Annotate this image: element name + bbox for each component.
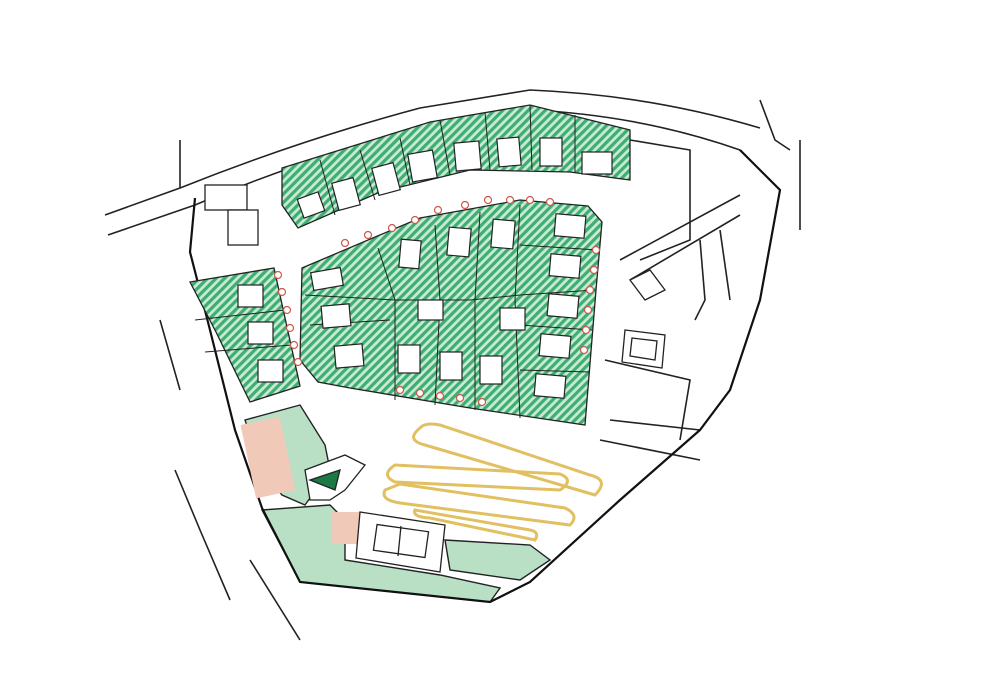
building-footprint: [407, 149, 438, 183]
building-footprint: [581, 151, 613, 175]
building-footprint: [479, 355, 503, 385]
building-footprint: [331, 176, 361, 212]
tree-marker: [505, 195, 515, 205]
tree-marker: [273, 270, 283, 280]
tree-marker: [579, 345, 589, 355]
tree-marker: [455, 393, 465, 403]
tennis-court: [355, 511, 446, 573]
building-footprint: [533, 373, 567, 399]
building-footprint: [446, 226, 472, 258]
tree-marker: [525, 195, 535, 205]
tree-marker: [545, 197, 555, 207]
building-footprint: [320, 303, 352, 329]
tree-marker: [410, 215, 420, 225]
building-footprint: [548, 253, 582, 279]
walking-path-loops: [382, 422, 603, 542]
building-footprint: [309, 266, 345, 292]
building-footprints: [237, 136, 613, 399]
tree-marker: [433, 205, 443, 215]
tree-marker: [363, 230, 373, 240]
tree-marker: [591, 245, 601, 255]
service-buildings: [204, 184, 666, 369]
building-footprint: [397, 344, 421, 374]
tree-marker: [277, 287, 287, 297]
building-footprint: [417, 299, 444, 321]
tree-marker: [282, 305, 292, 315]
building-footprint: [553, 213, 587, 239]
building-footprint: [490, 218, 516, 250]
building-footprint: [333, 343, 365, 369]
tree-marker: [415, 388, 425, 398]
building-footprint: [237, 284, 264, 308]
building-footprint: [453, 140, 482, 172]
tree-marker: [477, 397, 487, 407]
tree-marker: [585, 285, 595, 295]
pavilion: [304, 454, 367, 501]
tree-marker: [293, 357, 303, 367]
tree-marker: [589, 265, 599, 275]
tree-marker: [395, 385, 405, 395]
building-footprint: [247, 321, 274, 345]
tree-markers: [273, 195, 601, 407]
building-footprint: [398, 238, 422, 270]
building-footprint: [538, 333, 572, 359]
tree-marker: [340, 238, 350, 248]
building-footprint: [539, 137, 563, 167]
building-footprint: [439, 351, 463, 381]
tree-clusters: [240, 416, 360, 544]
tree-marker: [285, 323, 295, 333]
tree-marker: [483, 195, 493, 205]
building-footprint: [296, 191, 326, 219]
lot-dividers: [194, 104, 599, 419]
building-footprint: [371, 161, 401, 197]
building-footprint: [496, 136, 522, 168]
building-footprint: [546, 293, 580, 319]
tree-marker: [460, 200, 470, 210]
building-footprint: [257, 359, 284, 383]
site-boundary: [188, 149, 782, 604]
tree-marker: [583, 305, 593, 315]
tree-marker: [289, 340, 299, 350]
tree-marker: [387, 223, 397, 233]
tree-marker: [435, 391, 445, 401]
tree-marker: [581, 325, 591, 335]
building-footprint: [499, 307, 526, 331]
